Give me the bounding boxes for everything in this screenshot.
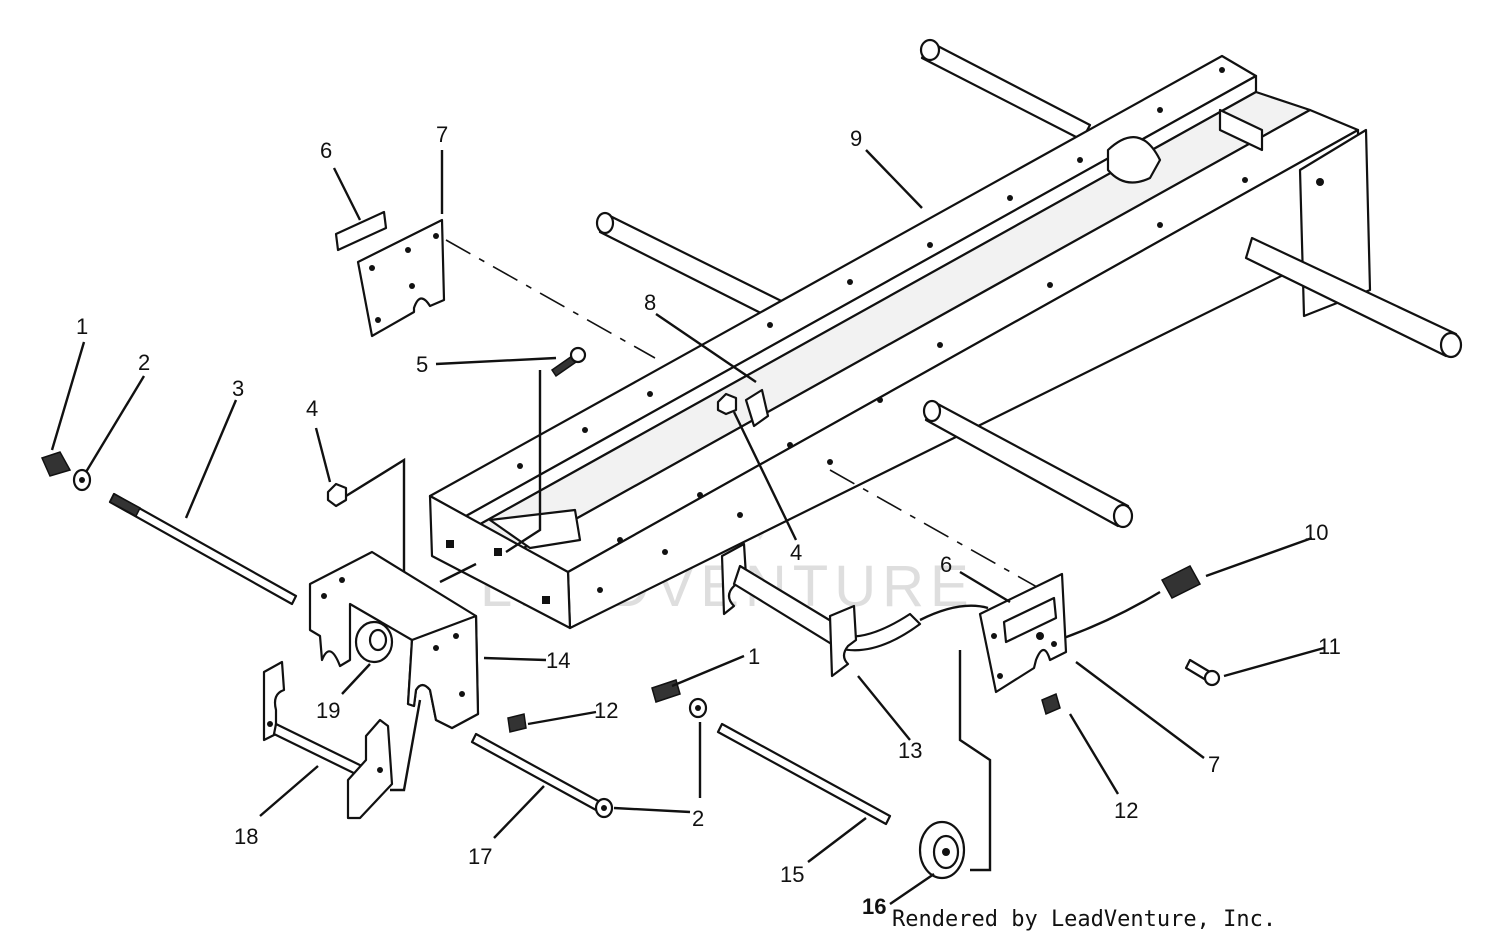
knob [1160, 565, 1202, 599]
mount-bracket-upper [356, 218, 446, 338]
center-bracket [716, 388, 770, 428]
spring-right [1041, 692, 1061, 716]
callout-15: 15 [780, 862, 804, 887]
lower-u-bracket [262, 660, 394, 820]
callout-18: 18 [234, 824, 258, 849]
callout-6b: 6 [940, 552, 952, 577]
callout-labels: 1 2 3 4 5 6 7 8 9 4 10 11 6 7 12 13 1 2 … [76, 122, 1341, 919]
callout-3: 3 [232, 376, 244, 401]
left-rod-assembly [40, 451, 298, 606]
callout-6: 6 [320, 138, 332, 163]
callout-13: 13 [898, 738, 922, 763]
callout-7b: 7 [1208, 752, 1220, 777]
shift-bracket [720, 542, 922, 678]
callout-16: 16 [862, 894, 886, 919]
main-frame-assembly [428, 38, 1463, 630]
callout-9: 9 [850, 126, 862, 151]
callout-11: 11 [1318, 634, 1341, 659]
callout-17: 17 [468, 844, 492, 869]
leader-lines [50, 149, 1325, 905]
lower-rod-assembly [470, 713, 614, 819]
assembly-lines [345, 239, 1161, 872]
callout-4b: 4 [790, 540, 802, 565]
frame-holes [446, 67, 1324, 604]
callout-10: 10 [1304, 520, 1328, 545]
callout-12a: 12 [594, 698, 618, 723]
callout-1: 1 [76, 314, 88, 339]
callout-19: 19 [316, 698, 340, 723]
callout-7: 7 [436, 122, 448, 147]
pulley-rod-assembly [651, 679, 966, 880]
credit-text: Rendered by LeadVenture, Inc. [892, 907, 1276, 932]
callout-2c: 2 [692, 806, 704, 831]
callout-12b: 12 [1114, 798, 1138, 823]
callout-8: 8 [644, 290, 656, 315]
bolt [550, 346, 587, 378]
decal [334, 210, 388, 252]
callout-4: 4 [306, 396, 318, 421]
channel-bracket [308, 550, 480, 730]
callout-2: 2 [138, 350, 150, 375]
callout-14: 14 [546, 648, 570, 673]
nut-left [326, 482, 348, 508]
mount-bracket-right [978, 572, 1068, 694]
callout-5: 5 [416, 352, 428, 377]
bolt-right [1184, 658, 1221, 687]
callout-1b: 1 [748, 644, 760, 669]
